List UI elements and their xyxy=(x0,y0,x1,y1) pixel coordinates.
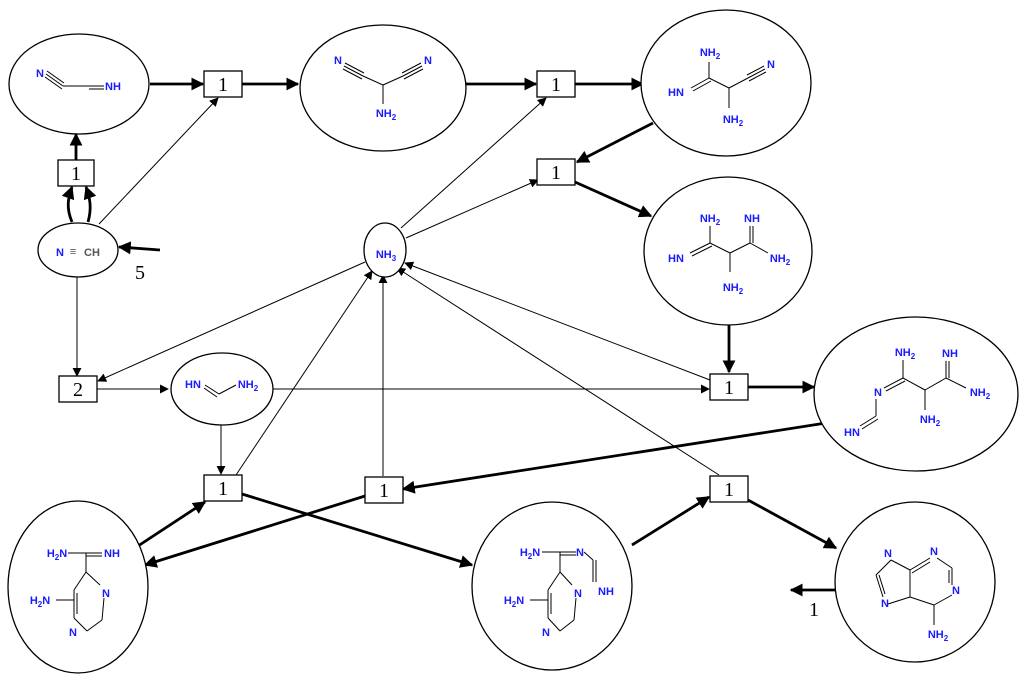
reaction-label: 1 xyxy=(71,163,81,185)
atom-label: NH xyxy=(744,213,760,225)
edge-ammonia-to-r4 xyxy=(405,179,539,239)
atom-label: NH2 xyxy=(920,414,941,428)
atom-label: N xyxy=(56,247,64,259)
species-formamidine: HN NH2 xyxy=(170,352,274,426)
reaction-r1: 1 xyxy=(203,70,243,98)
atom-label: NH2 xyxy=(376,108,397,122)
edge-r8-to-aica-amidine xyxy=(143,494,366,568)
atom-label: NH2 xyxy=(723,114,744,128)
edge-amac-to-r4 xyxy=(575,121,654,164)
species-aica-amidine: H2N NH H2N N N xyxy=(7,500,149,674)
atom-label: HN xyxy=(185,379,201,391)
atom-label: NH xyxy=(105,81,121,93)
species-iminoacetonitrile: N NH xyxy=(8,33,150,135)
atom-label: NH xyxy=(598,586,614,598)
edge-formyl-aica-to-r9 xyxy=(631,495,711,547)
edge-formyl-diamidine-to-r8 xyxy=(401,421,827,494)
atom-label: NH2 xyxy=(770,253,791,267)
triple-bond-symbol: ≡ xyxy=(70,246,76,258)
species-adenine: N N N N NH2 xyxy=(834,501,996,663)
atom-label: H2N xyxy=(47,548,67,562)
edge-ammonia-to-r2 xyxy=(400,97,547,229)
edge-r9-to-adenine xyxy=(747,498,838,550)
reaction-label: 1 xyxy=(724,377,734,399)
atom-label: H2N xyxy=(504,595,524,609)
hcn-inflow-label: 5 xyxy=(135,262,145,284)
edge-r9-to-ammonia xyxy=(396,267,720,476)
atom-label: NH2 xyxy=(723,282,744,296)
atom-label: N xyxy=(874,387,882,399)
atom-label: NH2 xyxy=(700,47,721,61)
edge-r7-to-ammonia xyxy=(235,270,373,476)
reaction-r6: 2 xyxy=(58,375,98,403)
edge-hcn-to-r3-b xyxy=(83,185,97,223)
reaction-label: 1 xyxy=(551,74,561,96)
edges xyxy=(61,77,838,597)
species-amac: NH2 HN N NH2 xyxy=(640,9,812,157)
reaction-label: 1 xyxy=(379,480,389,502)
reaction-r5: 1 xyxy=(709,373,749,401)
atom-label: H2N xyxy=(520,547,540,561)
reaction-r9: 1 xyxy=(709,475,749,503)
atom-label: N xyxy=(881,598,889,610)
species-formyl-aica: H2N N H2N NH N N xyxy=(471,501,633,671)
edge-hcn-to-r1 xyxy=(98,97,219,225)
atom-label: NH2 xyxy=(895,347,916,361)
atom-label: HN xyxy=(844,427,860,439)
atom-label: NH xyxy=(942,348,958,360)
atom-label: NH2 xyxy=(700,213,721,227)
species-aminomalononitrile: N N NH2 xyxy=(299,24,467,152)
edge-inflow-to-hcn xyxy=(117,241,161,255)
reaction-r7: 1 xyxy=(203,474,243,502)
species-diamidine: NH2 NH HN NH2 NH2 xyxy=(643,176,813,326)
reaction-r4: 1 xyxy=(536,158,576,186)
atom-label: N xyxy=(574,588,582,600)
atom-label: NH3 xyxy=(376,249,397,263)
atom-label: N xyxy=(69,627,77,639)
atom-label: N xyxy=(36,68,44,80)
atom-label: NH xyxy=(104,548,120,560)
reaction-label: 1 xyxy=(218,74,228,96)
atom-label: NH2 xyxy=(970,387,991,401)
edge-hcn-to-r3-a xyxy=(61,185,75,223)
atom-label: N xyxy=(542,627,550,639)
reaction-r3: 1 xyxy=(57,159,95,187)
atom-label: H2N xyxy=(30,595,50,609)
reaction-label: 2 xyxy=(73,379,83,401)
edge-r7-to-formyl-aica xyxy=(241,492,474,568)
atom-label: N xyxy=(884,548,892,560)
edge-r5-to-ammonia xyxy=(404,261,711,381)
reaction-r2: 1 xyxy=(536,70,576,98)
species-formyl-diamidine: NH2 NH N NH2 HN NH2 xyxy=(813,316,1019,472)
reaction-label: 1 xyxy=(724,479,734,501)
species-ammonia: NH3 xyxy=(363,222,407,278)
atom-label: N xyxy=(424,55,432,67)
edge-ammonia-to-r6 xyxy=(97,261,366,382)
edge-aica-amidine-to-r7 xyxy=(137,500,207,548)
species-hcn: N ≡ CH xyxy=(37,222,119,278)
atom-label: N xyxy=(952,585,960,597)
atom-label: HN xyxy=(668,253,684,265)
reaction-label: 1 xyxy=(551,162,561,184)
atom-label: N xyxy=(102,588,110,600)
atom-label: N xyxy=(576,547,584,559)
reaction-r8: 1 xyxy=(364,476,404,504)
edge-r4-to-diamidine xyxy=(574,180,653,218)
atom-label: HN xyxy=(668,87,684,99)
reaction-label: 1 xyxy=(218,478,228,500)
atom-label: N xyxy=(767,59,775,71)
atom-label: NH2 xyxy=(928,629,949,643)
atom-label: N xyxy=(930,546,938,558)
atom-label: NH2 xyxy=(238,379,259,393)
atom-label: N xyxy=(334,55,342,67)
atom-label: CH xyxy=(84,247,100,259)
adenine-outflow-label: 1 xyxy=(809,599,819,621)
